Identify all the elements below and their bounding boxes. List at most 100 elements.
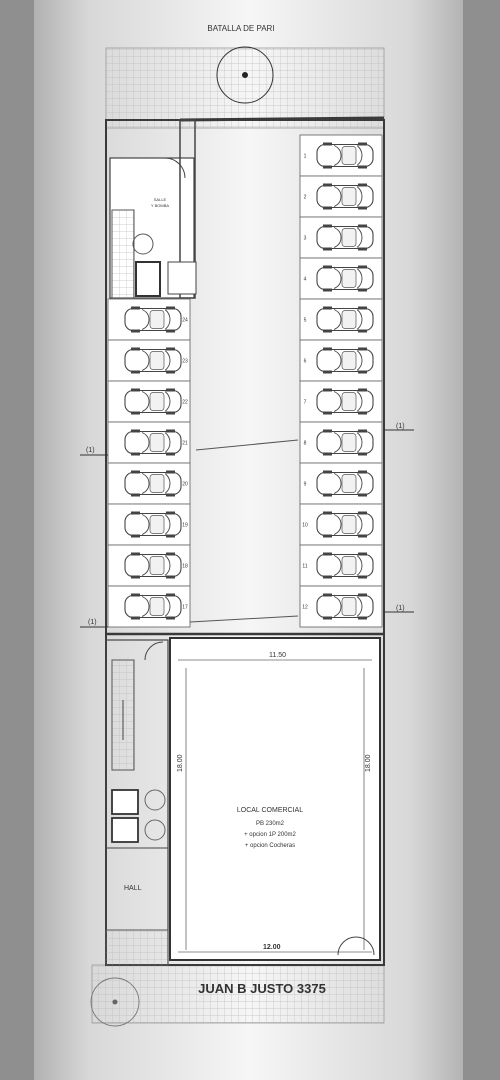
section-mark: (1) [384, 423, 414, 431]
car-icon [316, 264, 374, 293]
section-label: (1) [86, 447, 95, 454]
car-icon [316, 510, 374, 539]
elevator-shaft [135, 261, 161, 297]
commercial-unit [169, 637, 381, 961]
car-icon [316, 305, 374, 334]
entry-steps [105, 929, 169, 966]
elevator-left [111, 789, 139, 815]
parking-stall: 8 [299, 421, 383, 464]
parking-stall: 20 [107, 462, 191, 505]
car-icon [124, 510, 182, 539]
top-wall [179, 116, 385, 122]
car-icon [124, 551, 182, 580]
section-label: (1) [88, 619, 97, 626]
column-circle [144, 819, 166, 841]
parking-stall: 22 [107, 380, 191, 423]
car-icon [316, 182, 374, 211]
door-swing-icon [337, 936, 357, 956]
car-icon [316, 469, 374, 498]
parking-stall: 11 [299, 544, 383, 587]
stall-number: 11 [302, 564, 307, 570]
parking-stall: 3 [299, 216, 383, 259]
stall-number: 12 [302, 605, 308, 611]
parking-stall: 1 [299, 134, 383, 177]
stall-number: 17 [182, 605, 188, 611]
section-label: (1) [396, 605, 405, 612]
dimension-bottom: 12.00 [263, 944, 281, 951]
ramp-line [195, 439, 299, 451]
section-mark: (1) [384, 605, 414, 613]
stair-box [111, 209, 135, 299]
dimension-right: 18.00 [365, 754, 372, 772]
car-icon [124, 387, 182, 416]
car-icon [316, 592, 374, 621]
stall-number: 4 [304, 277, 307, 283]
local-line: PB 230m2 [256, 821, 285, 827]
car-icon [316, 551, 374, 580]
parking-stall: 2 [299, 175, 383, 218]
parking-stall: 6 [299, 339, 383, 382]
frame-right-band [463, 0, 500, 1080]
stall-number: 20 [182, 482, 188, 488]
hall-label: HALL [124, 885, 142, 892]
section-mark: (1) [80, 447, 108, 456]
door-swing-icon [144, 641, 164, 661]
elevator-right [111, 817, 139, 843]
local-line: + opcion 1P 200m2 [244, 832, 296, 838]
dimension-left: 18.00 [177, 754, 184, 772]
stall-number: 18 [182, 564, 188, 570]
parking-stall: 24 [107, 298, 191, 341]
parking-stall: 10 [299, 503, 383, 546]
parking-stall: 17 [107, 585, 191, 628]
stall-number: 1 [304, 154, 307, 160]
stall-number: 7 [304, 400, 307, 406]
column-circle [144, 789, 166, 811]
car-icon [124, 469, 182, 498]
street-label-top: BATALLA DE PARI [207, 24, 274, 33]
parking-stall: 7 [299, 380, 383, 423]
car-icon [316, 141, 374, 170]
dimension-top: 11.50 [269, 652, 286, 659]
parking-stall: 23 [107, 339, 191, 382]
car-icon [316, 428, 374, 457]
sidewalk-top [105, 47, 385, 129]
door-swing-icon [164, 157, 186, 179]
stall-number: 19 [182, 523, 188, 529]
tree-icon [90, 977, 140, 1027]
stall-number: 9 [304, 482, 307, 488]
car-icon [124, 346, 182, 375]
utility-room-label: Y BOMBA [151, 203, 169, 208]
local-title: LOCAL COMERCIAL [237, 807, 303, 814]
parking-stall: 5 [299, 298, 383, 341]
stall-number: 3 [304, 236, 307, 242]
section-label: (1) [396, 423, 405, 430]
car-icon [124, 305, 182, 334]
stall-number: 22 [182, 400, 188, 406]
parking-stall: 19 [107, 503, 191, 546]
ramp-line [189, 615, 299, 623]
sidewalk-bottom [91, 964, 385, 1024]
stall-number: 2 [304, 195, 307, 201]
utility-room-label: SALLE [154, 197, 167, 202]
tree-icon [216, 46, 274, 104]
door-swing-icon [355, 936, 375, 956]
stall-number: 8 [304, 441, 307, 447]
car-icon [124, 428, 182, 457]
parking-stall: 4 [299, 257, 383, 300]
stall-number: 6 [304, 359, 307, 365]
stall-number: 21 [182, 441, 188, 447]
car-icon [124, 592, 182, 621]
water-tank-icon [132, 233, 154, 255]
parking-stall: 12 [299, 585, 383, 628]
stall-number: 10 [302, 523, 308, 529]
car-icon [316, 387, 374, 416]
stall-number: 5 [304, 318, 307, 324]
section-mark: (1) [80, 619, 108, 628]
address-label: JUAN B JUSTO 3375 [198, 981, 326, 996]
parking-stall: 21 [107, 421, 191, 464]
car-icon [316, 346, 374, 375]
parking-stall: 9 [299, 462, 383, 505]
